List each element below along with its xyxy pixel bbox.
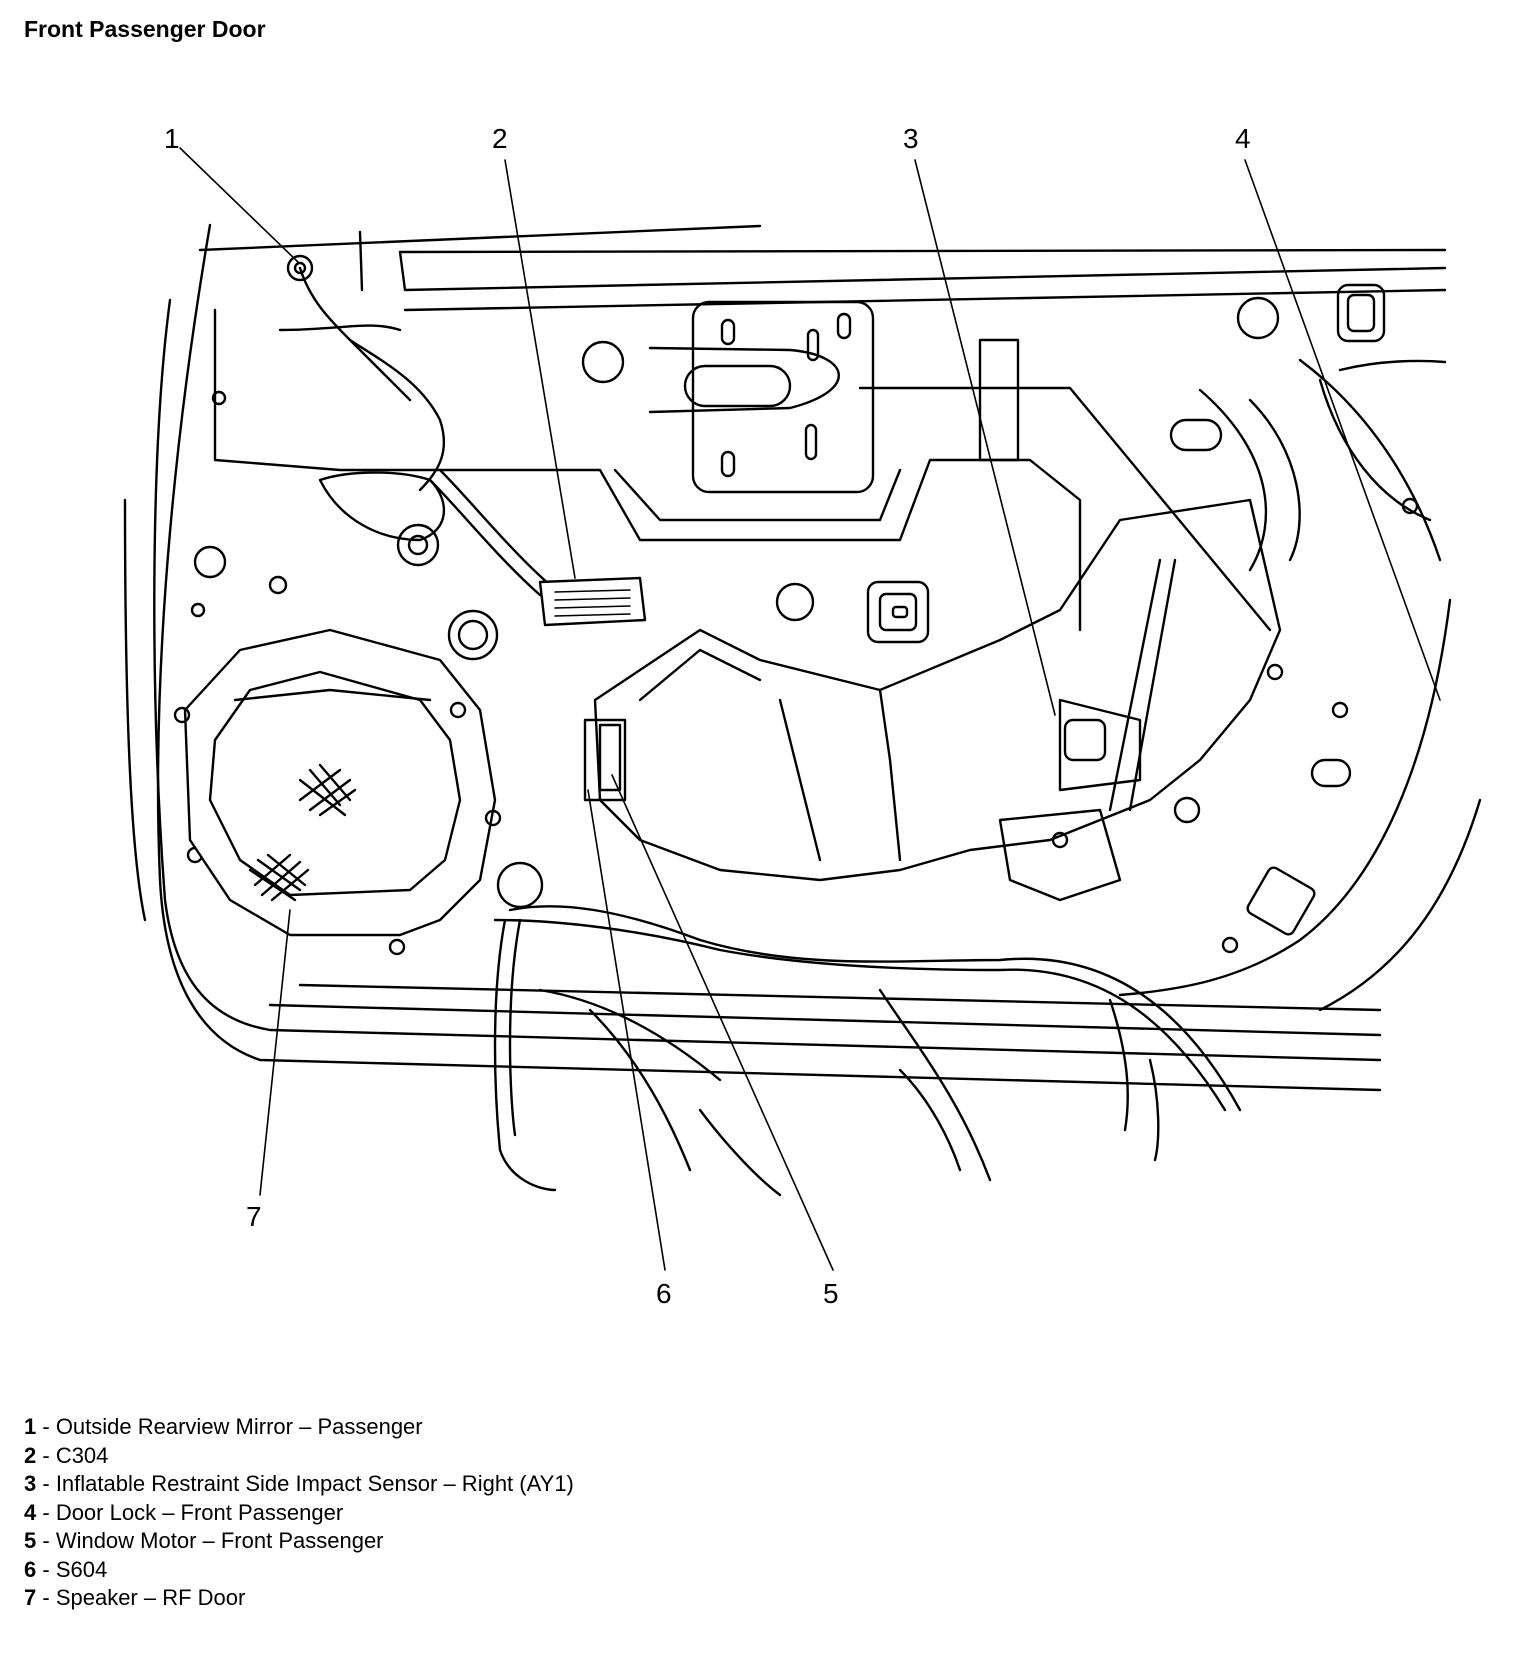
legend-number: 4 xyxy=(24,1499,37,1525)
legend-item: 7 - Speaker – RF Door xyxy=(24,1584,574,1613)
legend-item: 1 - Outside Rearview Mirror – Passenger xyxy=(24,1413,574,1442)
legend-text: S604 xyxy=(55,1556,108,1582)
callout-5: 5 xyxy=(823,1278,839,1309)
legend-separator: - xyxy=(36,1414,56,1439)
callout-1: 1 xyxy=(164,123,180,154)
callout-6: 6 xyxy=(656,1278,672,1309)
legend: 1 - Outside Rearview Mirror – Passenger … xyxy=(24,1413,574,1613)
legend-number: 7 xyxy=(24,1585,37,1610)
legend-text: Window Motor – Front Passenger xyxy=(55,1528,384,1553)
callout-7: 7 xyxy=(246,1201,262,1232)
callout-leaders xyxy=(179,147,1441,1271)
legend-number: 3 xyxy=(24,1471,37,1496)
legend-item: 3 - Inflatable Restraint Side Impact Sen… xyxy=(24,1470,574,1499)
legend-number: 6 xyxy=(24,1556,37,1582)
callout-2: 2 xyxy=(492,123,508,154)
legend-text: Speaker – RF Door xyxy=(55,1585,246,1610)
legend-text: Inflatable Restraint Side Impact Sensor … xyxy=(55,1471,574,1496)
legend-number: 1 xyxy=(24,1414,37,1439)
door-outline xyxy=(123,223,1482,1092)
speaker xyxy=(173,628,502,956)
legend-separator: - xyxy=(36,1556,56,1582)
legend-item: 5 - Window Motor – Front Passenger xyxy=(24,1527,574,1556)
legend-number: 5 xyxy=(24,1528,37,1553)
legend-number: 2 xyxy=(24,1442,37,1468)
legend-item: 2 - C304 xyxy=(24,1442,574,1471)
legend-item: 4 - Door Lock – Front Passenger xyxy=(24,1499,574,1528)
window-motor-assembly xyxy=(593,498,1282,902)
legend-text: C304 xyxy=(55,1442,109,1468)
legend-separator: - xyxy=(36,1528,56,1553)
legend-separator: - xyxy=(36,1585,56,1610)
legend-separator: - xyxy=(36,1499,56,1525)
legend-text: Outside Rearview Mirror – Passenger xyxy=(55,1414,423,1439)
legend-separator: - xyxy=(36,1442,56,1468)
regulator-plate xyxy=(648,300,1272,632)
legend-item: 6 - S604 xyxy=(24,1556,574,1585)
legend-text: Door Lock – Front Passenger xyxy=(55,1499,344,1525)
wiring-harness xyxy=(298,266,1242,1197)
callout-4: 4 xyxy=(1235,123,1251,154)
callout-3: 3 xyxy=(903,123,919,154)
page-title: Front Passenger Door xyxy=(24,16,266,42)
legend-separator: - xyxy=(36,1471,56,1496)
